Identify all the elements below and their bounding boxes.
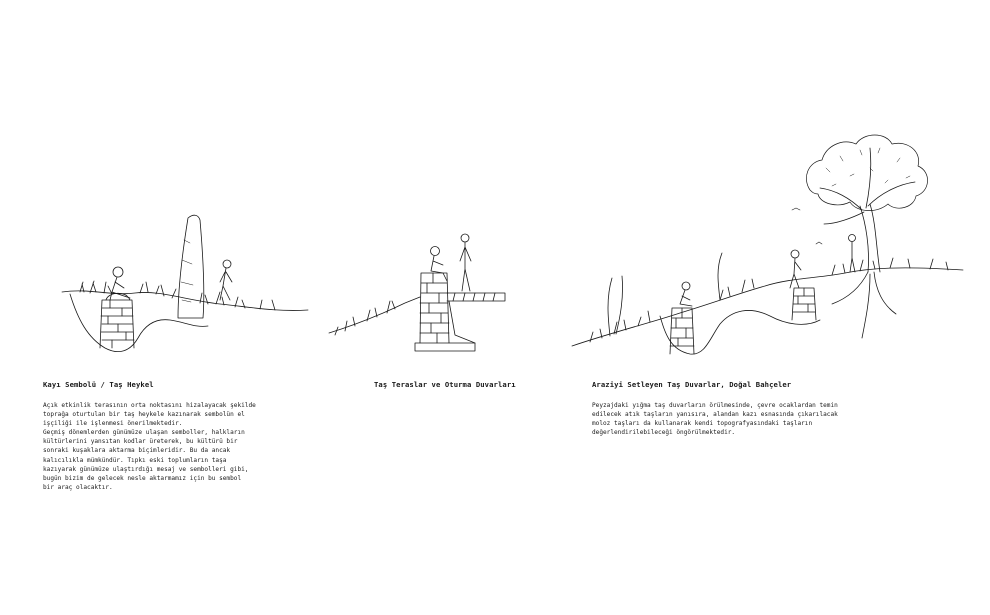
panel-1-line: bir araç olacaktır.	[43, 483, 113, 491]
panel-1-title: Kayı Sembolü / Taş Heykel	[43, 380, 154, 389]
sketch-stone-sculpture	[61, 214, 309, 353]
panel-1-line: kültürlerini yansıtan kodlar üreterek, b…	[43, 438, 238, 446]
panel-3-line: değerlendirilebileceği öngörülmektedir.	[592, 429, 736, 437]
sketch-retaining-walls-garden	[571, 134, 964, 355]
sketch-stone-terrace	[328, 233, 506, 352]
panel-1-line: Açık etkinlik terasının orta noktasını h…	[43, 402, 256, 409]
panel-3-line: Peyzajdaki yığma taş duvarların örülmesi…	[592, 402, 838, 409]
panel-1-line: kalıcılıkla mümkündür. Tıpkı eski toplum…	[43, 456, 227, 464]
panel-1-line: işçiliği ile işlenmesi önerilmektedir.	[43, 420, 183, 428]
panel-2-title: Taş Teraslar ve Oturma Duvarları	[374, 380, 516, 389]
panel-1-line: sonraki kuşaklara aktarma biçimleridir. …	[43, 447, 231, 455]
panel-1-description: Açık etkinlik terasının orta noktasını h…	[43, 401, 256, 492]
panel-3-title: Araziyi Setleyen Taş Duvarlar, Doğal Bah…	[592, 380, 792, 389]
panel-3-description: Peyzajdaki yığma taş duvarların örülmesi…	[592, 401, 838, 437]
panel-1-line: toprağa oturtulan bir taş heykele kazına…	[43, 411, 245, 419]
panel-3-line: edilecek atık taşların yanısıra, alandan…	[592, 411, 838, 419]
panel-1-line: kazıyarak günümüze ulaştırdığı mesaj ve …	[43, 465, 249, 473]
panel-1-line: Geçmiş dönemlerden günümüze ulaşan sembo…	[43, 429, 245, 437]
panel-1-line: bugün bizim de gelecek nesle aktarmamız …	[43, 474, 242, 482]
panel-3-line: moloz taşları da kullanarak kendi topogr…	[592, 420, 813, 428]
